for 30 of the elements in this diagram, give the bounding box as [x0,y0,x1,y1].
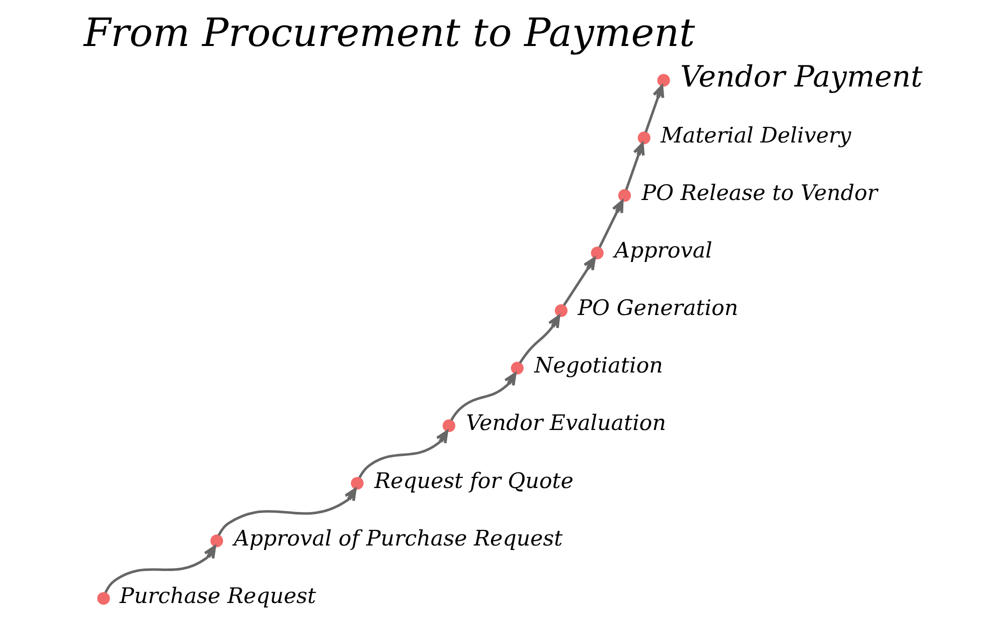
arrow [624,142,644,190]
node-label: Request for Quote [374,468,573,494]
arrow [358,430,448,478]
node-label: Purchase Request [119,584,316,609]
node-label: Material Delivery [660,123,851,148]
node-label: Approval [614,238,712,264]
node-label: PO Generation [577,296,738,322]
node-circle [510,362,524,374]
node-circle [590,246,604,260]
arrow [598,200,624,248]
node-circle [618,189,630,202]
node-circle [210,534,223,548]
arrow [562,257,596,306]
arrow [450,372,516,421]
node-label: Vendor Evaluation [466,411,666,436]
node-circle [656,74,670,87]
node-circle [442,419,455,432]
node-label: PO Release to Vendor [641,180,878,206]
node-circle [637,132,650,144]
arrow [104,545,216,594]
arrow [217,488,356,536]
node-label: Negotiation [534,354,662,379]
diagram-title: From Procurement to Payment [83,11,694,56]
arrow [518,314,560,364]
node-circle [350,476,364,490]
node-label: Approval of Purchase Request [233,526,562,552]
node-circle [96,592,110,605]
node-circle [554,304,567,317]
arrow [644,84,664,133]
node-label: Vendor Payment [680,60,922,94]
